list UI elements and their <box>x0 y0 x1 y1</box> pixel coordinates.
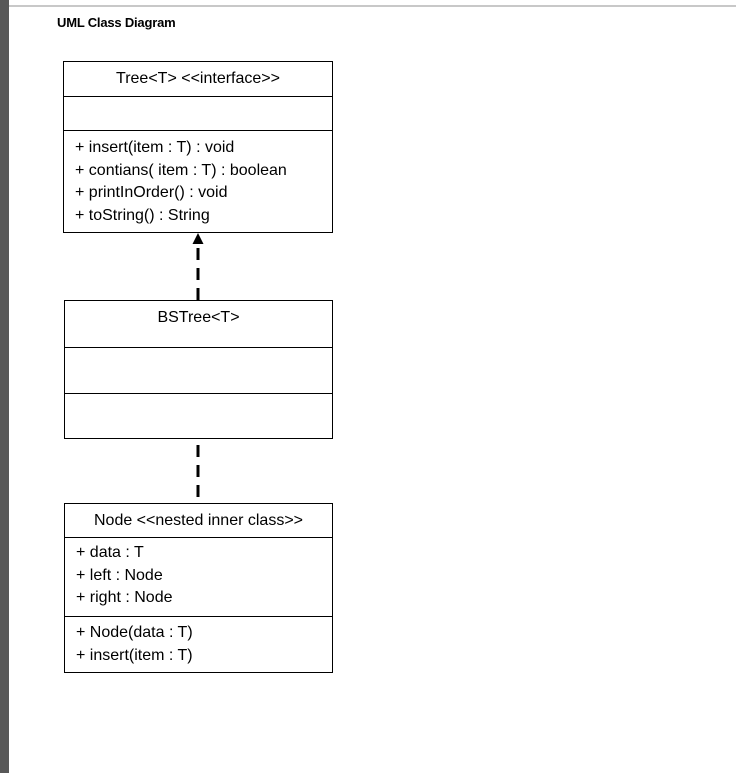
class-name-bstree: BSTree<T> <box>65 301 332 348</box>
left-border-bar <box>0 0 9 773</box>
attributes-section-bstree <box>65 348 332 394</box>
operation-item: + contians( item : T) : boolean <box>75 161 287 179</box>
attributes-section-tree <box>64 97 332 131</box>
attribute-item: + left : Node <box>76 566 163 584</box>
operations-section-tree: + insert(item : T) : void + contians( it… <box>64 131 332 227</box>
operation-item: + insert(item : T) : void <box>75 139 235 156</box>
top-divider <box>9 5 736 7</box>
operation-item: + printInOrder() : void <box>75 184 228 201</box>
operations-section-node: + Node(data : T) + insert(item : T) <box>65 617 332 667</box>
class-box-bstree[interactable]: BSTree<T> <box>64 300 333 439</box>
class-name-node: Node <<nested inner class>> <box>65 504 332 538</box>
operation-item: + Node(data : T) <box>76 624 193 641</box>
realization-connector-bstree-tree <box>192 233 204 300</box>
class-name-tree: Tree<T> <<interface>> <box>64 62 332 97</box>
attributes-section-node: + data : T + left : Node + right : Node <box>65 538 332 617</box>
diagram-title: UML Class Diagram <box>57 15 176 30</box>
attribute-item: + data : T <box>76 544 144 561</box>
attribute-item: + right : Node <box>76 589 173 606</box>
class-box-tree[interactable]: Tree<T> <<interface>> + insert(item : T)… <box>63 61 333 233</box>
operation-item: + toString() : String <box>75 206 210 224</box>
arrowhead-icon <box>192 233 204 244</box>
operation-item: + insert(item : T) <box>76 646 193 664</box>
class-box-node[interactable]: Node <<nested inner class>> + data : T +… <box>64 503 333 673</box>
